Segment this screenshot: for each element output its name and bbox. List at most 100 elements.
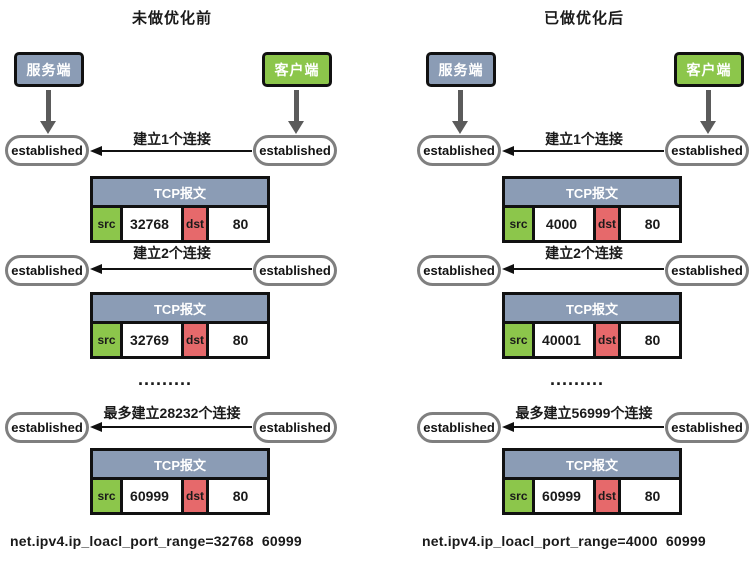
tcp-packet-table: TCP报文 src 4000 dst 80 bbox=[502, 176, 682, 243]
dst-port-value: 80 bbox=[626, 208, 679, 240]
client-down-arrow-line bbox=[706, 90, 711, 122]
established-badge-client: established bbox=[665, 412, 749, 443]
src-port-value: 32769 bbox=[123, 324, 176, 356]
established-badge-client: established bbox=[665, 135, 749, 166]
dst-port-value: 80 bbox=[214, 324, 267, 356]
panel-after-content: 已做优化后 服务端 客户端 established established 建立… bbox=[412, 0, 754, 561]
dst-key-cell: dst bbox=[181, 208, 209, 240]
src-key-cell: src bbox=[93, 324, 123, 356]
tcp-packet-header: TCP报文 bbox=[505, 295, 679, 324]
tcp-packet-table: TCP报文 src 32768 dst 80 bbox=[90, 176, 270, 243]
dst-port-value: 80 bbox=[214, 208, 267, 240]
connection-arrow-head-icon bbox=[90, 264, 102, 274]
connection-label: 建立2个连接 bbox=[133, 245, 211, 261]
client-node-label: 客户端 bbox=[274, 61, 320, 78]
client-node: 客户端 bbox=[262, 52, 332, 87]
established-badge-client: established bbox=[665, 255, 749, 286]
client-node: 客户端 bbox=[674, 52, 744, 87]
established-badge-server: established bbox=[5, 412, 89, 443]
cell-gap bbox=[588, 480, 593, 512]
src-port-value: 60999 bbox=[123, 480, 176, 512]
tcp-packet-fields: src 60999 dst 80 bbox=[505, 480, 679, 512]
dst-key-cell: dst bbox=[181, 480, 209, 512]
established-badge-server: established bbox=[5, 135, 89, 166]
connection-label: 最多建立28232个连接 bbox=[103, 405, 241, 421]
tcp-packet-fields: src 32768 dst 80 bbox=[93, 208, 267, 240]
client-down-arrow-line bbox=[294, 90, 299, 122]
established-badge-client: established bbox=[253, 412, 337, 443]
dst-key-cell: dst bbox=[593, 324, 621, 356]
src-port-value: 32768 bbox=[123, 208, 176, 240]
server-down-arrow-head-icon bbox=[452, 121, 468, 134]
connection-arrow-line bbox=[513, 268, 664, 270]
dst-port-value: 80 bbox=[626, 324, 679, 356]
panel-after-optimization: 已做优化后 服务端 客户端 established established 建立… bbox=[377, 0, 754, 561]
src-key-cell: src bbox=[505, 324, 535, 356]
sysctl-setting-text: net.ipv4.ip_loacl_port_range=32768 60999 bbox=[10, 533, 302, 549]
tcp-packet-header: TCP报文 bbox=[505, 451, 679, 480]
panel-before-optimization: 未做优化前 服务端 客户端 established established 建立… bbox=[0, 0, 344, 561]
connection-arrow-line bbox=[101, 268, 252, 270]
cell-gap bbox=[176, 480, 181, 512]
established-badge-server: established bbox=[5, 255, 89, 286]
connection-arrow-line bbox=[101, 426, 252, 428]
established-badge-server: established bbox=[417, 412, 501, 443]
tcp-packet-table: TCP报文 src 60999 dst 80 bbox=[90, 448, 270, 515]
connection-arrow-head-icon bbox=[90, 422, 102, 432]
dst-key-cell: dst bbox=[593, 208, 621, 240]
src-key-cell: src bbox=[505, 480, 535, 512]
connection-arrow-head-icon bbox=[502, 146, 514, 156]
established-badge-server: established bbox=[417, 255, 501, 286]
connection-label: 建立1个连接 bbox=[545, 131, 623, 147]
dst-port-value: 80 bbox=[626, 480, 679, 512]
cell-gap bbox=[176, 208, 181, 240]
dst-key-cell: dst bbox=[593, 480, 621, 512]
src-key-cell: src bbox=[505, 208, 535, 240]
tcp-packet-table: TCP报文 src 32769 dst 80 bbox=[90, 292, 270, 359]
cell-gap bbox=[209, 208, 214, 240]
established-badge-client: established bbox=[253, 255, 337, 286]
server-node-label: 服务端 bbox=[26, 61, 72, 78]
dst-key-cell: dst bbox=[181, 324, 209, 356]
panel-before-content: 未做优化前 服务端 客户端 established established 建立… bbox=[0, 0, 344, 561]
established-badge-client: established bbox=[253, 135, 337, 166]
server-node: 服务端 bbox=[426, 52, 496, 87]
connection-arrow-head-icon bbox=[502, 422, 514, 432]
connection-arrow-line bbox=[101, 150, 252, 152]
tcp-packet-table: TCP报文 src 40001 dst 80 bbox=[502, 292, 682, 359]
client-node-label: 客户端 bbox=[686, 61, 732, 78]
cell-gap bbox=[621, 208, 626, 240]
server-node-label: 服务端 bbox=[438, 61, 484, 78]
tcp-packet-table: TCP报文 src 60999 dst 80 bbox=[502, 448, 682, 515]
dst-port-value: 80 bbox=[214, 480, 267, 512]
established-badge-server: established bbox=[417, 135, 501, 166]
server-down-arrow-line bbox=[458, 90, 463, 122]
connection-arrow-head-icon bbox=[502, 264, 514, 274]
cell-gap bbox=[209, 480, 214, 512]
cell-gap bbox=[621, 324, 626, 356]
client-down-arrow-head-icon bbox=[288, 121, 304, 134]
tcp-packet-fields: src 4000 dst 80 bbox=[505, 208, 679, 240]
cell-gap bbox=[621, 480, 626, 512]
cell-gap bbox=[588, 208, 593, 240]
connection-label: 建立1个连接 bbox=[133, 131, 211, 147]
connection-arrow-head-icon bbox=[90, 146, 102, 156]
cell-gap bbox=[588, 324, 593, 356]
tcp-packet-fields: src 32769 dst 80 bbox=[93, 324, 267, 356]
sysctl-setting-text: net.ipv4.ip_loacl_port_range=4000 60999 bbox=[422, 533, 706, 549]
src-port-value: 60999 bbox=[535, 480, 588, 512]
tcp-packet-header: TCP报文 bbox=[93, 295, 267, 324]
tcp-packet-header: TCP报文 bbox=[93, 451, 267, 480]
tcp-packet-fields: src 40001 dst 80 bbox=[505, 324, 679, 356]
tcp-packet-fields: src 60999 dst 80 bbox=[93, 480, 267, 512]
tcp-packet-header: TCP报文 bbox=[93, 179, 267, 208]
ellipsis-dots: ......... bbox=[137, 369, 192, 389]
connection-label: 建立2个连接 bbox=[545, 245, 623, 261]
src-port-value: 4000 bbox=[535, 208, 588, 240]
client-down-arrow-head-icon bbox=[700, 121, 716, 134]
server-node: 服务端 bbox=[14, 52, 84, 87]
src-key-cell: src bbox=[93, 480, 123, 512]
src-key-cell: src bbox=[93, 208, 123, 240]
ellipsis-dots: ......... bbox=[549, 369, 604, 389]
cell-gap bbox=[209, 324, 214, 356]
